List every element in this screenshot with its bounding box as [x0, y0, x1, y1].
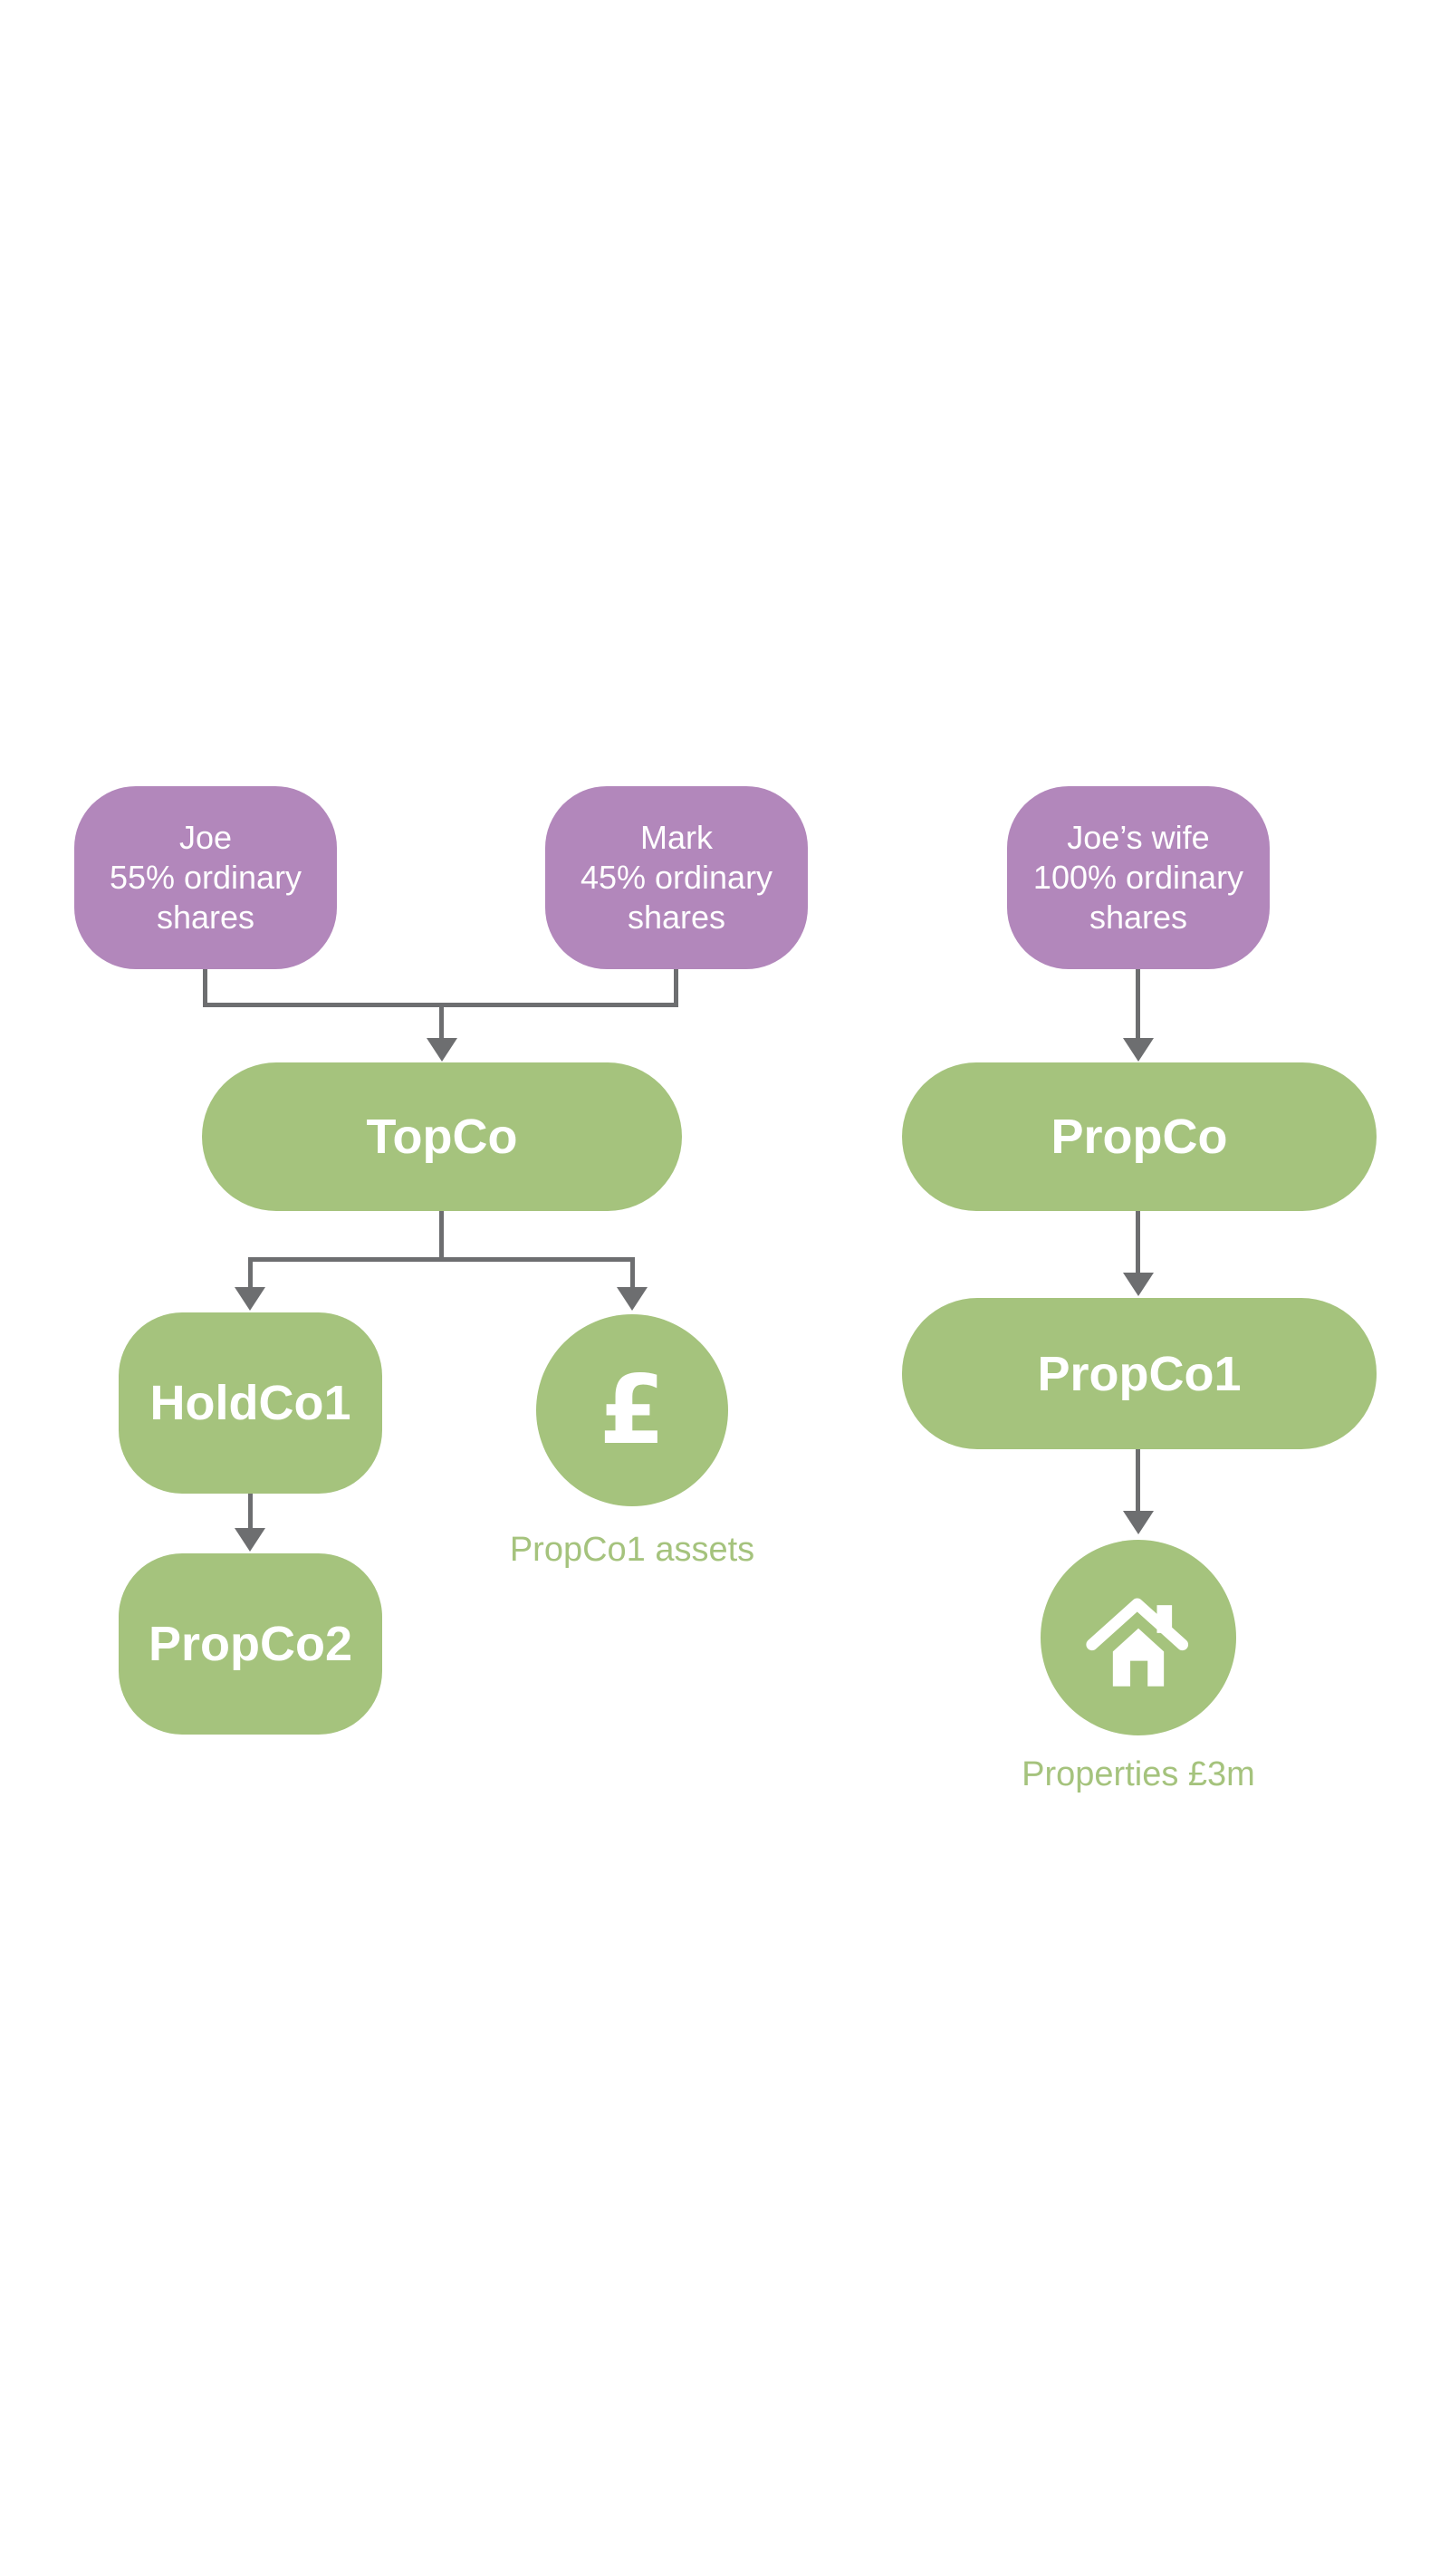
propco1-assets-caption: PropCo1 assets — [509, 1531, 755, 1569]
node-propco1: PropCo1 — [902, 1298, 1377, 1449]
arrowhead-into-propco2 — [235, 1528, 265, 1552]
arrowhead-into-propco1 — [1123, 1273, 1154, 1296]
connector-joe-mark-join — [203, 1003, 678, 1007]
pound-sign-icon: £ — [599, 1355, 666, 1466]
node-holdco1-label: HoldCo1 — [149, 1376, 351, 1430]
node-joes-wife-share: 100% ordinary — [1032, 859, 1244, 896]
arrowhead-into-propco — [1123, 1038, 1154, 1062]
node-joes-wife-share2: shares — [1089, 899, 1188, 936]
node-mark-share2: shares — [627, 899, 726, 936]
node-propco2-label: PropCo2 — [148, 1617, 353, 1671]
connector-wife-drop — [1136, 969, 1140, 1040]
node-joes-wife: Joe’s wife 100% ordinary shares — [1007, 786, 1270, 969]
connector-mark-drop — [674, 969, 678, 1005]
node-joe-share: 55% ordinary — [109, 859, 302, 896]
node-propco2: PropCo2 — [119, 1553, 382, 1735]
properties-asset-circle — [1041, 1540, 1236, 1735]
properties-value-caption: Properties £3m — [1022, 1755, 1255, 1793]
node-joe-share2: shares — [156, 899, 255, 936]
node-topco-label: TopCo — [366, 1110, 518, 1164]
node-mark-share: 45% ordinary — [580, 859, 773, 896]
connector-topco-stem — [439, 1005, 444, 1040]
arrowhead-into-holdco1 — [235, 1287, 265, 1311]
node-propco-label: PropCo — [1051, 1110, 1228, 1164]
connector-topco-down — [439, 1211, 444, 1262]
connector-propco-down — [1136, 1211, 1140, 1274]
node-propco: PropCo — [902, 1062, 1377, 1211]
arrowhead-into-topco — [427, 1038, 457, 1062]
node-topco: TopCo — [202, 1062, 682, 1211]
node-mark: Mark 45% ordinary shares — [545, 786, 808, 969]
node-joe-name: Joe — [178, 819, 233, 856]
connector-split-left-drop — [248, 1260, 253, 1289]
connector-topco-split — [248, 1257, 635, 1262]
node-mark-name: Mark — [640, 819, 713, 856]
node-joe: Joe 55% ordinary shares — [74, 786, 337, 969]
connector-propco1-down — [1136, 1449, 1140, 1513]
node-holdco1: HoldCo1 — [119, 1312, 382, 1494]
node-propco1-label: PropCo1 — [1037, 1346, 1242, 1401]
pound-asset-circle: £ — [536, 1314, 728, 1506]
connector-holdco1-down — [248, 1494, 253, 1530]
house-icon — [1080, 1589, 1196, 1687]
node-joes-wife-name: Joe’s wife — [1067, 819, 1210, 856]
connector-joe-drop — [203, 969, 207, 1005]
arrowhead-into-house-circle — [1123, 1511, 1154, 1534]
connector-split-right-drop — [630, 1260, 635, 1289]
arrowhead-into-pound-circle — [617, 1287, 648, 1311]
